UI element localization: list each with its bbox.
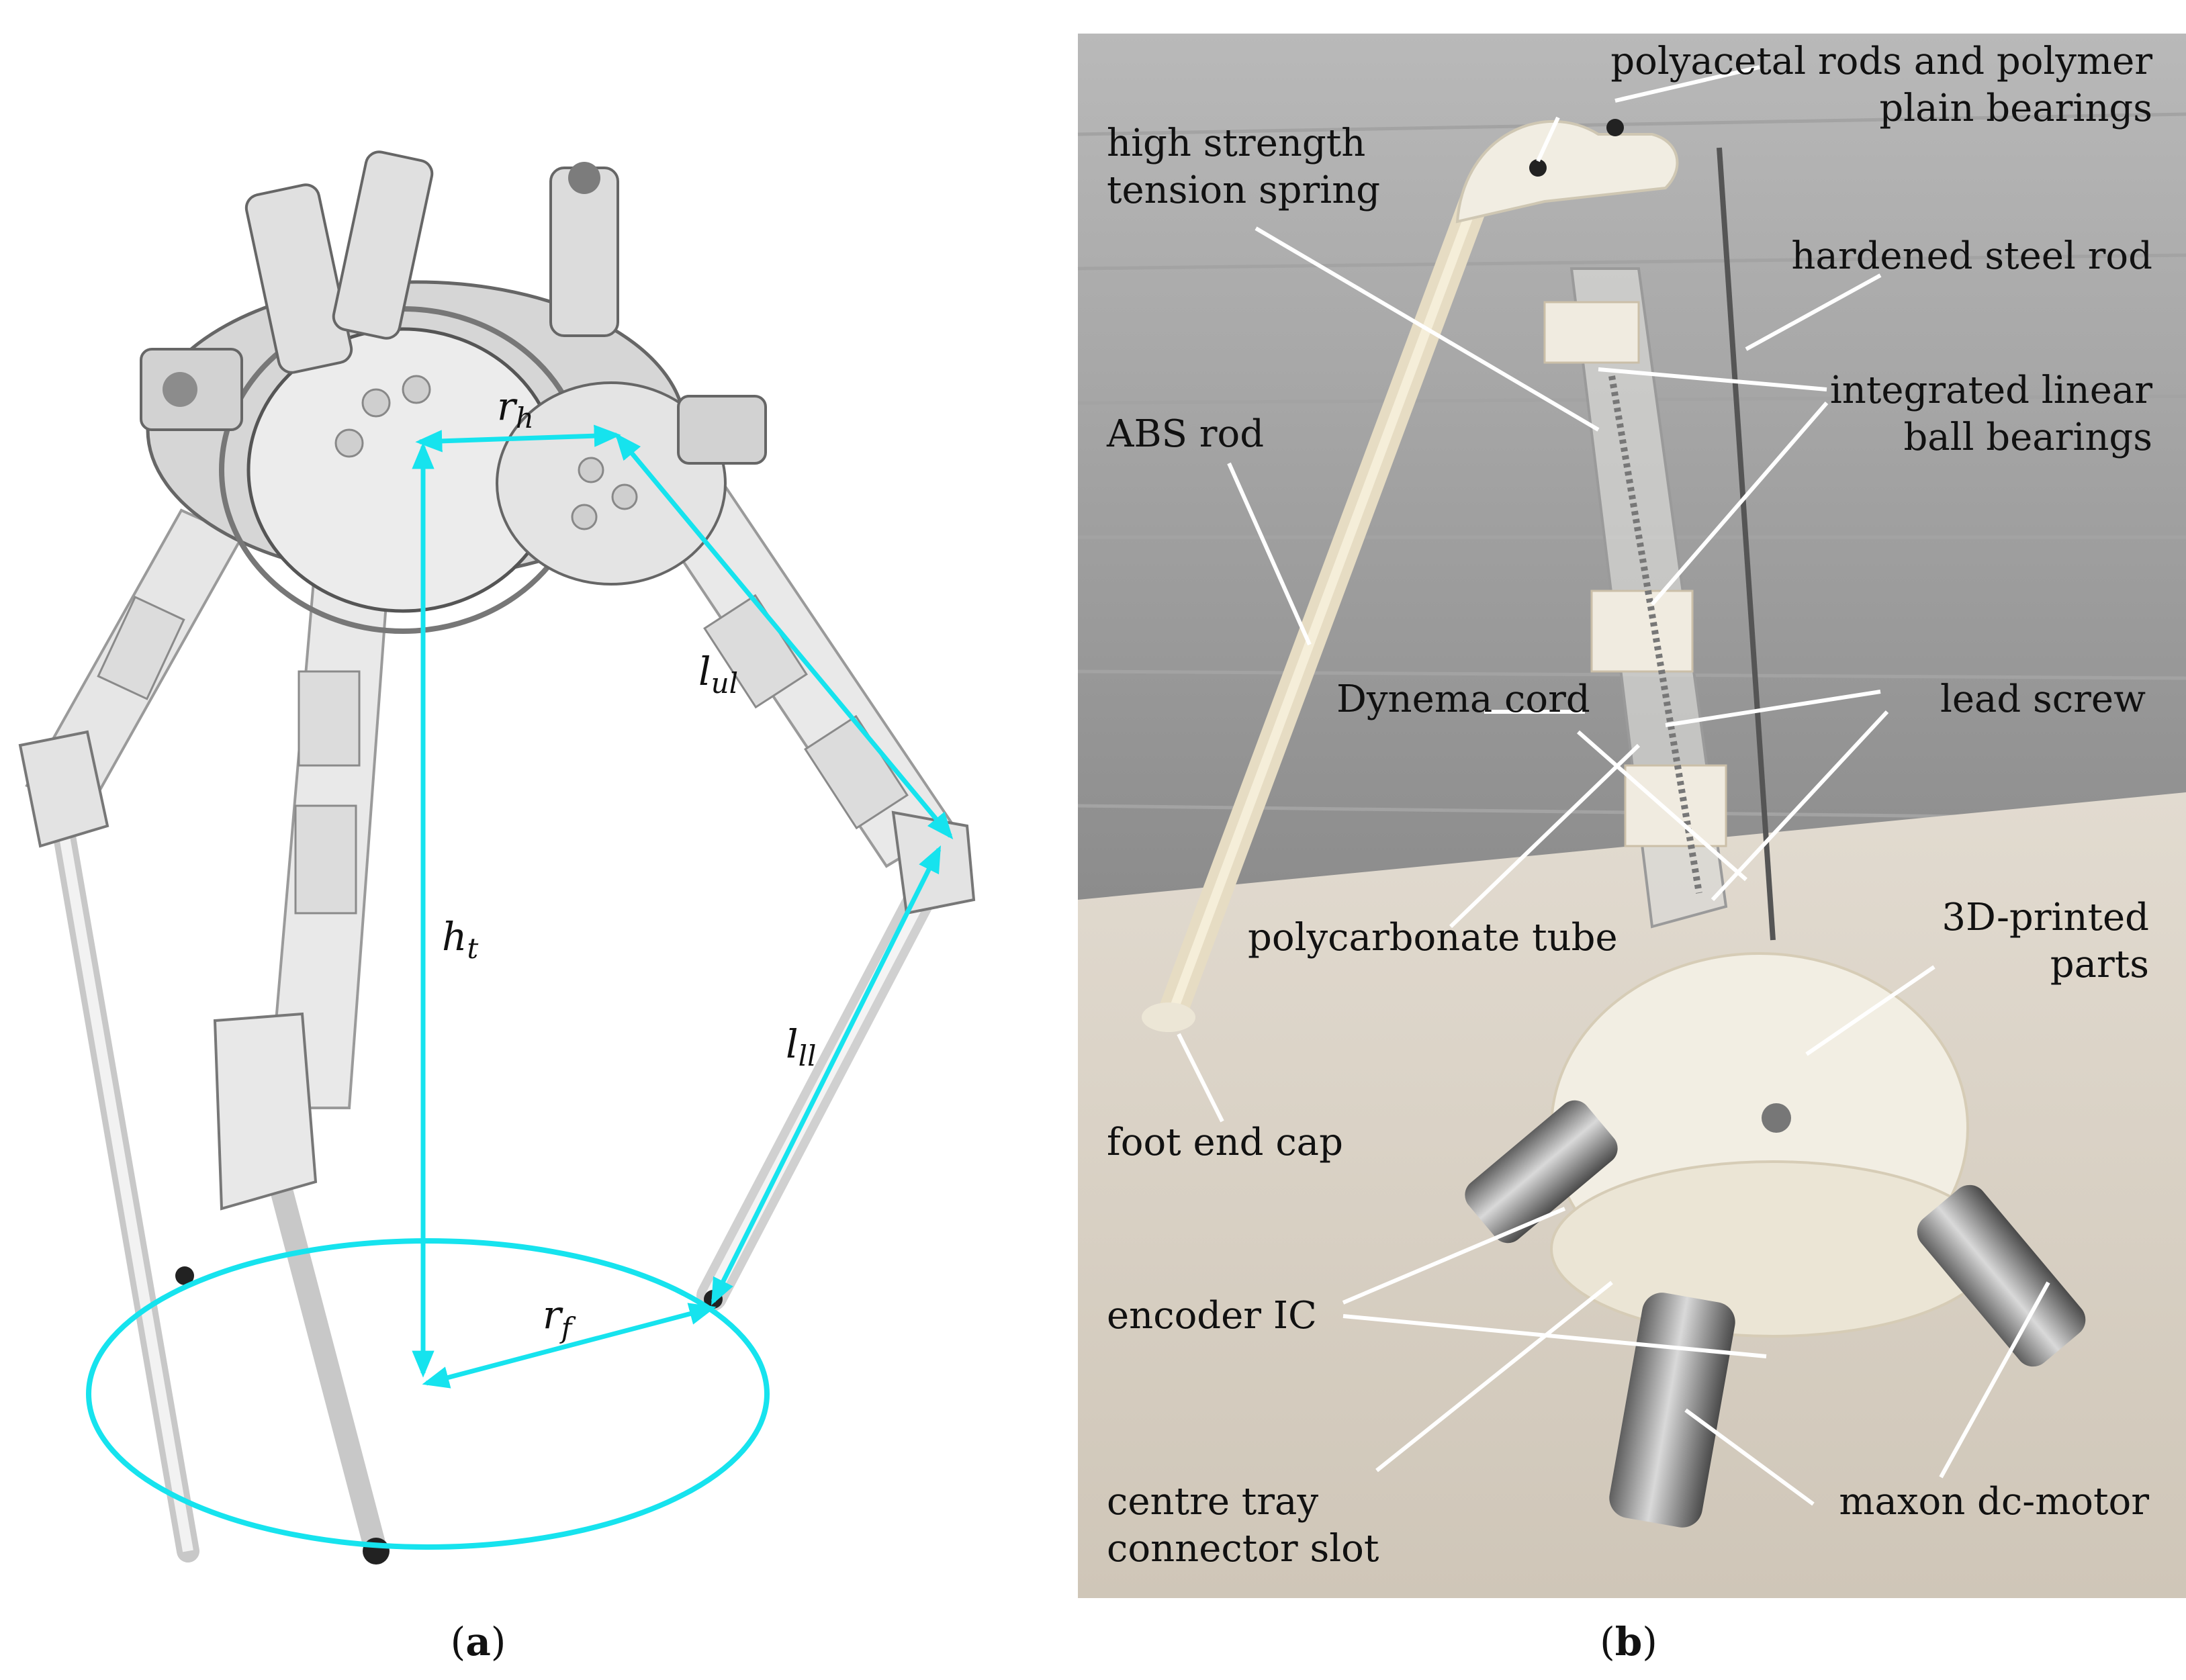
label-abs-rod: ABS rod — [1106, 412, 1264, 456]
label-linear-line2: ball bearings — [1903, 416, 2152, 459]
foot-circle — [86, 1238, 770, 1550]
panel-a: rh ht lul lll rf (a) — [18, 150, 976, 1665]
label-printed-line1: 3D-printed — [1942, 896, 2149, 939]
label-spring-line2: tension spring — [1107, 169, 1380, 212]
label-dynema: Dynema cord — [1336, 678, 1590, 721]
label-steel-rod: hardened steel rod — [1791, 234, 2152, 278]
label-polycarbonate: polycarbonate tube — [1248, 916, 1618, 960]
r-f-arrow — [422, 1303, 717, 1389]
label-r-h: rh — [497, 383, 534, 434]
label-polyacetal-line2: plain bearings — [1879, 87, 2152, 130]
label-tray-line1: centre tray — [1107, 1480, 1318, 1524]
dimension-overlay — [86, 424, 954, 1550]
caption-b: (b) — [1600, 1619, 1657, 1665]
label-tray-line2: connector slot — [1107, 1527, 1379, 1571]
robot-cad-illustration — [18, 150, 976, 1565]
label-r-f: rf — [543, 1292, 576, 1344]
caption-a: (a) — [451, 1619, 506, 1665]
label-linear-line1: integrated linear — [1830, 369, 2152, 412]
panel-b: polyacetal rods and polymer plain bearin… — [1077, 34, 2186, 1665]
label-l-ul: lul — [698, 649, 738, 700]
label-polyacetal-line1: polyacetal rods and polymer — [1610, 40, 2152, 83]
label-printed-line2: parts — [2050, 943, 2149, 986]
label-h-t: ht — [442, 914, 478, 965]
prototype-photo — [1077, 34, 2186, 1598]
label-lead-screw: lead screw — [1940, 678, 2146, 721]
label-foot-cap: foot end cap — [1107, 1121, 1343, 1164]
l-ll-arrow — [711, 845, 942, 1305]
label-l-ll: lll — [786, 1021, 816, 1072]
label-encoder: encoder IC — [1107, 1294, 1317, 1338]
label-spring-line1: high strength — [1107, 122, 1365, 165]
r-h-arrow — [415, 424, 621, 453]
leader-lines — [1177, 65, 2050, 1506]
l-ul-arrow — [614, 432, 954, 840]
label-motor: maxon dc-motor — [1839, 1480, 2149, 1524]
